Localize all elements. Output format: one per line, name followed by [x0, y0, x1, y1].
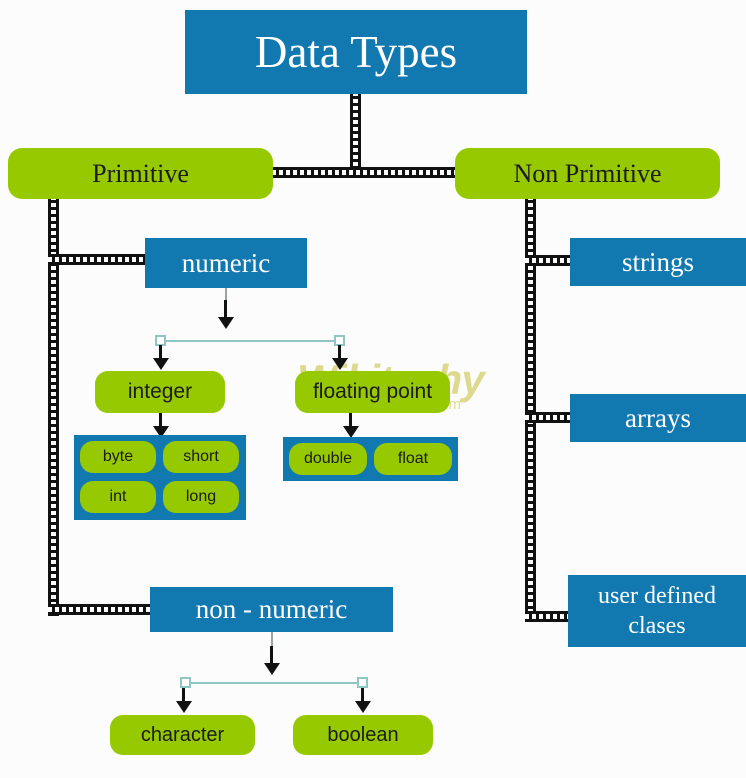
connector-nonprimitive-trunk [525, 196, 536, 616]
bracket-nonnumeric [186, 682, 368, 684]
node-long[interactable]: long [163, 481, 239, 513]
node-primitive[interactable]: Primitive [8, 148, 273, 199]
arrow-nonnumeric-down [270, 646, 273, 664]
bracket-handle-left-nonnumeric [180, 677, 191, 688]
node-float[interactable]: float [374, 443, 452, 475]
node-character[interactable]: character [110, 715, 255, 755]
float-types-panel: double float [283, 437, 458, 481]
connector-nonprimitive-arrays [525, 412, 585, 423]
connector-primitive-trunk [48, 196, 59, 616]
node-arrays[interactable]: arrays [570, 394, 746, 442]
node-integer[interactable]: integer [95, 371, 225, 413]
arrow-to-integer [159, 345, 162, 359]
node-numeric[interactable]: numeric [145, 238, 307, 288]
node-double[interactable]: double [289, 443, 367, 475]
node-int[interactable]: int [80, 481, 156, 513]
arrow-to-floating-point [338, 345, 341, 359]
integer-types-panel: byte short int long [74, 435, 246, 520]
node-non-primitive[interactable]: Non Primitive [455, 148, 720, 199]
node-non-numeric[interactable]: non - numeric [150, 587, 393, 632]
connector-primitive-numeric [48, 254, 158, 265]
bracket-handle-right-nonnumeric [357, 677, 368, 688]
arrow-float-to-types [349, 413, 352, 427]
connector-root-down [350, 92, 361, 172]
connector-nonprimitive-strings [525, 255, 585, 266]
node-data-types[interactable]: Data Types [185, 10, 527, 94]
node-short[interactable]: short [163, 441, 239, 473]
arrow-to-boolean [361, 688, 364, 702]
node-user-defined-clases[interactable]: user defined clases [568, 575, 746, 647]
node-boolean[interactable]: boolean [293, 715, 433, 755]
bracket-numeric [160, 340, 345, 342]
connector-nonprimitive-classes [525, 611, 585, 622]
node-byte[interactable]: byte [80, 441, 156, 473]
arrow-integer-to-types [159, 413, 162, 427]
arrow-numeric-down [224, 300, 227, 318]
arrow-to-character [182, 688, 185, 702]
node-floating-point[interactable]: floating point [295, 371, 450, 413]
connector-primitive-non-numeric [48, 604, 163, 615]
connector-root-horizontal [48, 167, 663, 178]
node-strings[interactable]: strings [570, 238, 746, 286]
